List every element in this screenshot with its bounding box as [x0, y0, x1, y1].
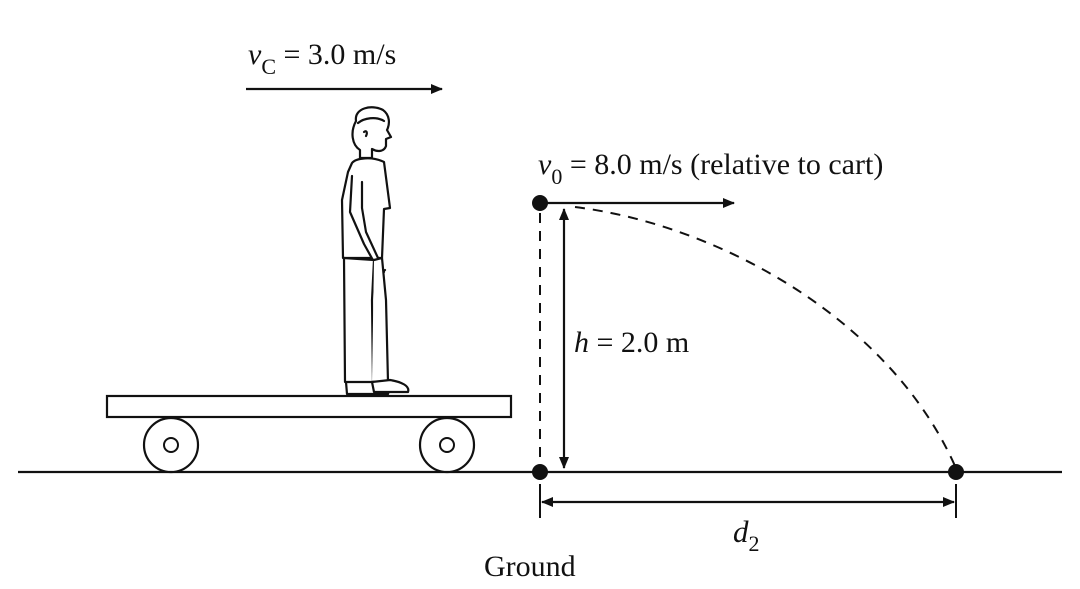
distance-symbol: d	[733, 514, 749, 549]
cart-platform	[105, 394, 513, 419]
trajectory-dashed	[574, 206, 956, 467]
height-value: = 2.0 m	[589, 326, 689, 359]
launch-point	[532, 195, 548, 211]
height-label: h = 2.0 m	[574, 326, 689, 359]
launch-velocity-value: = 8.0 m/s (relative to cart)	[562, 148, 883, 181]
distance-label: d2	[733, 514, 760, 556]
launch-velocity-symbol: v	[538, 148, 552, 181]
ground-label: Ground	[484, 550, 576, 583]
launch-velocity-subscript: 0	[551, 164, 562, 189]
landing-point	[948, 464, 964, 480]
wheel-icon	[142, 416, 200, 474]
distance-subscript: 2	[749, 531, 760, 556]
cart-velocity-value: = 3.0 m/s	[276, 38, 396, 71]
person-icon	[340, 106, 410, 396]
cart-velocity-subscript: C	[261, 54, 276, 79]
cart-velocity-label: vC = 3.0 m/s	[248, 38, 396, 79]
height-symbol: h	[574, 326, 589, 359]
ground-start-point	[532, 464, 548, 480]
cart-icon	[105, 394, 513, 474]
wheel-icon	[418, 416, 476, 474]
launch-velocity-label: v0 = 8.0 m/s (relative to cart)	[538, 148, 883, 189]
cart-velocity-symbol: v	[248, 38, 262, 71]
